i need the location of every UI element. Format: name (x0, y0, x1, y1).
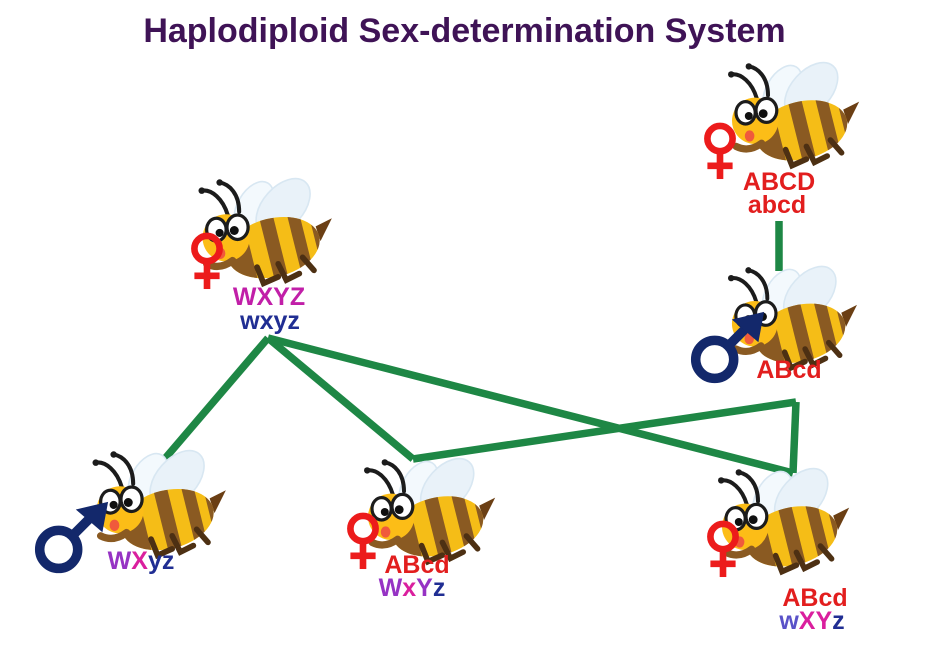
genotype-label: ABCD (742, 168, 816, 196)
female-icon (707, 520, 739, 578)
line-father-daughter-1 (412, 398, 797, 463)
female-icon (347, 512, 379, 570)
male-icon (34, 501, 109, 574)
genotype-label: abcd (747, 191, 807, 219)
genotype-label: WXYZ (232, 283, 306, 311)
genotype-label: wXYz (779, 607, 845, 635)
genotype-label: ABcd (384, 551, 450, 579)
line-mother-daughter-2 (267, 334, 794, 477)
line-mother-son (159, 335, 271, 465)
genotype-label: WXyz (107, 547, 175, 575)
line-father-daughter-2 (789, 401, 800, 474)
genotype-label: ABcd (782, 584, 848, 612)
line-mother-daughter-1 (265, 335, 416, 462)
diagram-title: Haplodiploid Sex-determination System (143, 12, 786, 50)
female-icon (704, 122, 736, 180)
genotype-label: WxYz (378, 574, 446, 602)
genotype-label: ABcd (756, 356, 822, 384)
genotype-label: wxyz (240, 307, 300, 335)
male-icon (690, 311, 765, 384)
female-icon (191, 232, 223, 290)
